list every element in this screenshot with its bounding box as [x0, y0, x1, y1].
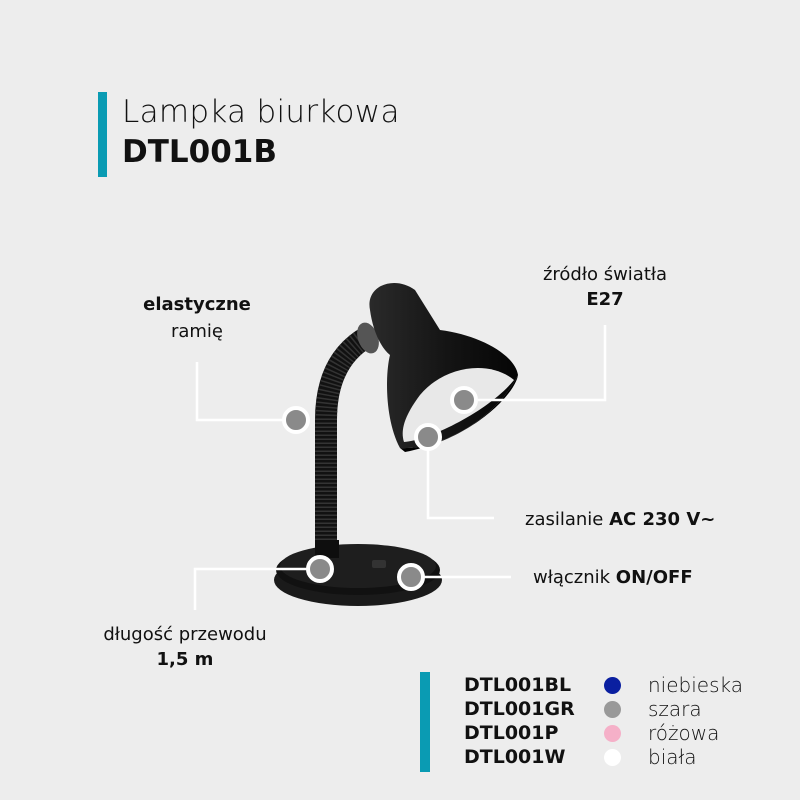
callout-dot-arm	[282, 406, 310, 434]
callout-dot-power	[414, 423, 442, 451]
color-swatch	[604, 700, 621, 718]
callout-source: źródło światła E27	[543, 262, 667, 312]
callout-switch: włącznik ON/OFF	[533, 565, 693, 590]
variant-name: biała	[648, 745, 697, 769]
callout-cable-text: długość przewodu	[103, 624, 267, 645]
variant-name: niebieska	[648, 673, 743, 697]
callout-power-text: zasilanie	[525, 509, 610, 530]
callout-power-bold: AC 230 V~	[609, 509, 716, 530]
callout-arm-bold: elastyczne	[143, 294, 251, 315]
callout-cable: długość przewodu 1,5 m	[103, 622, 266, 672]
variant-code: DTL001BL	[464, 674, 572, 696]
variant-row: DTL001BL niebieska	[464, 673, 743, 697]
callout-dot-cable	[306, 555, 334, 583]
color-swatch	[604, 676, 621, 694]
variants-list: DTL001BL niebieska DTL001GR szara DTL001P r…	[464, 673, 743, 769]
variant-name: szara	[648, 697, 702, 721]
variant-row: DTL001GR szara	[464, 697, 743, 721]
accent-bar	[98, 92, 107, 177]
model-code: DTL001B	[122, 134, 277, 170]
variants-accent-bar	[420, 672, 430, 772]
callout-source-text: źródło światła	[542, 264, 668, 285]
color-swatch	[604, 748, 621, 766]
switch-icon	[372, 560, 386, 568]
callout-switch-bold: ON/OFF	[615, 567, 693, 588]
callout-arm-text: ramię	[170, 321, 224, 342]
variant-row: DTL001P różowa	[464, 721, 743, 745]
callout-cable-bold: 1,5 m	[156, 649, 214, 670]
color-swatch	[604, 724, 621, 742]
callout-arm: elastyczne ramię	[143, 292, 251, 344]
callout-switch-text: włącznik	[533, 567, 616, 588]
callout-power: zasilanie AC 230 V~	[525, 507, 715, 532]
variant-row: DTL001W biała	[464, 745, 743, 769]
callout-dot-source	[450, 386, 478, 414]
variant-code: DTL001P	[464, 722, 559, 744]
variant-code: DTL001W	[464, 746, 566, 768]
callout-source-bold: E27	[586, 289, 624, 310]
variant-name: różowa	[648, 721, 720, 745]
callout-dot-switch	[397, 563, 425, 591]
variant-code: DTL001GR	[464, 698, 575, 720]
page-title: Lampka biurkowa	[122, 94, 400, 130]
